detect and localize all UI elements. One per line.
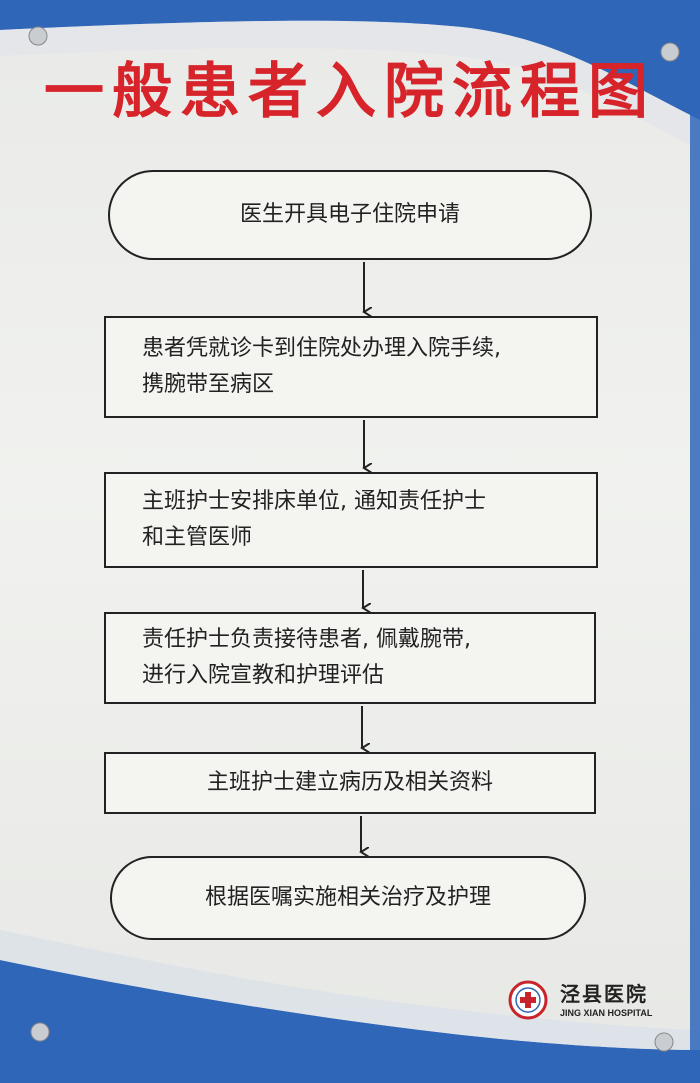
flow-step-2-line-2: 携腕带至病区	[142, 372, 275, 397]
flow-step-1-text: 医生开具电子住院申请	[239, 202, 460, 227]
flow-step-6-text: 根据医嘱实施相关治疗及护理	[204, 885, 491, 910]
flow-step-6: 根据医嘱实施相关治疗及护理	[110, 856, 586, 940]
flow-step-4-line-1: 责任护士负责接待患者, 佩戴腕带,	[142, 627, 471, 652]
screw-bottom-right	[654, 1032, 674, 1052]
hospital-name: 泾县医院	[560, 982, 648, 1006]
flow-step-4: 责任护士负责接待患者, 佩戴腕带, 进行入院宣教和护理评估	[104, 612, 596, 704]
flow-step-3: 主班护士安排床单位, 通知责任护士 和主管医师	[104, 472, 598, 568]
flow-step-3-line-2: 和主管医师	[142, 525, 253, 550]
hospital-logo: 泾县医院 JING XIAN HOSPITAL	[508, 978, 658, 1030]
hospital-emblem-icon	[508, 980, 548, 1020]
flow-step-1: 医生开具电子住院申请	[108, 170, 592, 260]
right-side-strip	[690, 0, 700, 1083]
flow-step-5: 主班护士建立病历及相关资料	[104, 752, 596, 814]
flow-step-5-text: 主班护士建立病历及相关资料	[206, 770, 493, 795]
top-light-curve	[0, 20, 700, 151]
screw-top-right	[660, 42, 680, 62]
screw-top-left	[28, 26, 48, 46]
hospital-name-english: JING XIAN HOSPITAL	[560, 1008, 653, 1018]
bottom-light-curve	[0, 930, 700, 1050]
bottom-blue-band	[0, 960, 700, 1083]
poster-title: 一般患者入院流程图	[44, 57, 656, 127]
flow-step-4-line-2: 进行入院宣教和护理评估	[142, 663, 385, 688]
flow-step-2-line-1: 患者凭就诊卡到住院处办理入院手续,	[142, 336, 501, 361]
screw-bottom-left	[30, 1022, 50, 1042]
flow-step-3-line-1: 主班护士安排床单位, 通知责任护士	[142, 489, 486, 514]
flow-step-2: 患者凭就诊卡到住院处办理入院手续, 携腕带至病区	[104, 316, 598, 418]
top-blue-band	[0, 0, 700, 120]
